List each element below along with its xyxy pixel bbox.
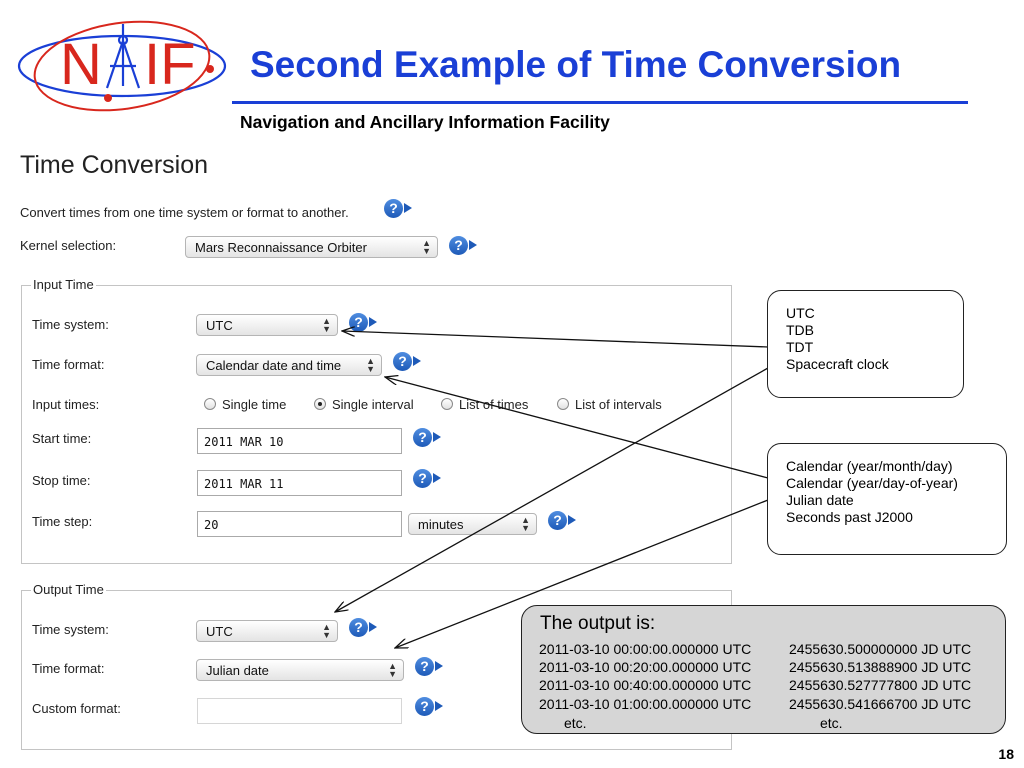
radio-list-of-intervals[interactable] xyxy=(557,398,569,410)
radio-list-of-times[interactable] xyxy=(441,398,453,410)
up-down-arrows-icon: ▲▼ xyxy=(422,238,431,256)
slide-title: Second Example of Time Conversion xyxy=(250,44,902,85)
output-row-utc: 2011-03-10 01:00:00.000000 UTC xyxy=(539,696,752,712)
help-arrow-icon[interactable] xyxy=(433,473,441,483)
output-etc: etc. xyxy=(820,715,843,731)
output-row-jd: 2455630.527777800 JD UTC xyxy=(789,677,972,693)
time-step-input[interactable]: 20 xyxy=(197,511,402,537)
start-time-label: Start time: xyxy=(32,431,92,446)
time-step-unit-value: minutes xyxy=(418,517,464,532)
arrow-formats-to-output-format xyxy=(395,499,769,648)
callout-item: TDT xyxy=(786,339,814,355)
kernel-label: Kernel selection: xyxy=(20,238,117,253)
arrow-systems-to-output-system xyxy=(335,367,769,612)
help-arrow-icon[interactable] xyxy=(435,701,443,711)
radio-list-of-intervals-label[interactable]: List of intervals xyxy=(575,397,662,412)
radio-single-time-label[interactable]: Single time xyxy=(222,397,287,412)
input-time-system-value: UTC xyxy=(206,318,233,333)
output-time-system-value: UTC xyxy=(206,624,233,639)
output-row-jd: 2455630.541666700 JD UTC xyxy=(789,696,972,712)
slide-subtitle: Navigation and Ancillary Information Fac… xyxy=(240,112,610,132)
help-arrow-icon[interactable] xyxy=(433,432,441,442)
help-question-icon[interactable]: ? xyxy=(415,697,434,716)
custom-format-input[interactable] xyxy=(197,698,402,724)
radio-single-interval[interactable] xyxy=(314,398,326,410)
stop-time-input[interactable]: 2011 MAR 11 xyxy=(197,470,402,496)
help-arrow-icon[interactable] xyxy=(369,317,377,327)
callout-item: Calendar (year/month/day) xyxy=(786,458,953,474)
output-row-utc: 2011-03-10 00:40:00.000000 UTC xyxy=(539,677,752,693)
input-time-fieldset xyxy=(21,285,732,564)
start-time-input[interactable]: 2011 MAR 10 xyxy=(197,428,402,454)
callout-item: Calendar (year/day-of-year) xyxy=(786,475,958,491)
output-row-utc: 2011-03-10 00:20:00.000000 UTC xyxy=(539,659,752,675)
output-etc: etc. xyxy=(564,715,587,731)
callout-item: Julian date xyxy=(786,492,854,508)
radio-single-interval-label[interactable]: Single interval xyxy=(332,397,414,412)
time-systems-callout: UTC TDB TDT Spacecraft clock xyxy=(767,290,964,398)
time-step-label: Time step: xyxy=(32,514,93,529)
help-arrow-icon[interactable] xyxy=(568,515,576,525)
output-time-system-select[interactable]: UTC ▲▼ xyxy=(196,620,338,642)
input-time-system-label: Time system: xyxy=(32,317,109,332)
callout-item: Spacecraft clock xyxy=(786,356,889,372)
stop-time-label: Stop time: xyxy=(32,473,91,488)
form-intro: Convert times from one time system or fo… xyxy=(20,205,349,220)
up-down-arrows-icon: ▲▼ xyxy=(322,316,331,334)
output-time-format-select[interactable]: Julian date ▲▼ xyxy=(196,659,404,681)
up-down-arrows-icon: ▲▼ xyxy=(366,356,375,374)
form-heading: Time Conversion xyxy=(20,151,209,179)
output-row-jd: 2455630.500000000 JD UTC xyxy=(789,641,972,657)
output-heading: The output is: xyxy=(540,613,656,634)
up-down-arrows-icon: ▲▼ xyxy=(521,515,530,533)
callout-item: Seconds past J2000 xyxy=(786,509,913,525)
output-time-system-label: Time system: xyxy=(32,622,109,637)
title-divider xyxy=(232,101,968,104)
kernel-select[interactable]: Mars Reconnaissance Orbiter ▲▼ xyxy=(185,236,438,258)
input-time-format-label: Time format: xyxy=(32,357,105,372)
help-question-icon[interactable]: ? xyxy=(393,352,412,371)
arrow-systems-to-input-system xyxy=(342,331,769,348)
input-time-format-value: Calendar date and time xyxy=(206,358,342,373)
output-time-format-value: Julian date xyxy=(206,663,269,678)
help-question-icon[interactable]: ? xyxy=(415,657,434,676)
help-arrow-icon[interactable] xyxy=(435,661,443,671)
up-down-arrows-icon: ▲▼ xyxy=(322,622,331,640)
help-question-icon[interactable]: ? xyxy=(413,428,432,447)
output-time-legend: Output Time xyxy=(31,582,106,597)
kernel-select-value: Mars Reconnaissance Orbiter xyxy=(195,240,367,255)
naif-logo: N IF xyxy=(17,20,227,112)
help-arrow-icon[interactable] xyxy=(369,622,377,632)
arrow-formats-to-input-format xyxy=(385,377,769,479)
help-question-icon[interactable]: ? xyxy=(449,236,468,255)
output-result-box xyxy=(521,605,1006,734)
input-time-format-select[interactable]: Calendar date and time ▲▼ xyxy=(196,354,382,376)
help-question-icon[interactable]: ? xyxy=(349,618,368,637)
time-formats-callout: Calendar (year/month/day) Calendar (year… xyxy=(767,443,1007,555)
svg-text:IF: IF xyxy=(144,32,196,97)
help-arrow-icon[interactable] xyxy=(413,356,421,366)
input-time-legend: Input Time xyxy=(31,277,96,292)
help-arrow-icon[interactable] xyxy=(469,240,477,250)
input-time-system-select[interactable]: UTC ▲▼ xyxy=(196,314,338,336)
svg-text:N: N xyxy=(60,32,102,97)
slide-number: 18 xyxy=(998,746,1014,762)
input-times-label: Input times: xyxy=(32,397,100,412)
help-question-icon[interactable]: ? xyxy=(384,199,403,218)
output-row-jd: 2455630.513888900 JD UTC xyxy=(789,659,972,675)
up-down-arrows-icon: ▲▼ xyxy=(388,661,397,679)
help-question-icon[interactable]: ? xyxy=(548,511,567,530)
output-row-utc: 2011-03-10 00:00:00.000000 UTC xyxy=(539,641,752,657)
custom-format-label: Custom format: xyxy=(32,701,121,716)
output-time-format-label: Time format: xyxy=(32,661,105,676)
help-arrow-icon[interactable] xyxy=(404,203,412,213)
callout-item: TDB xyxy=(786,322,814,338)
radio-single-time[interactable] xyxy=(204,398,216,410)
help-question-icon[interactable]: ? xyxy=(413,469,432,488)
callout-item: UTC xyxy=(786,305,815,321)
